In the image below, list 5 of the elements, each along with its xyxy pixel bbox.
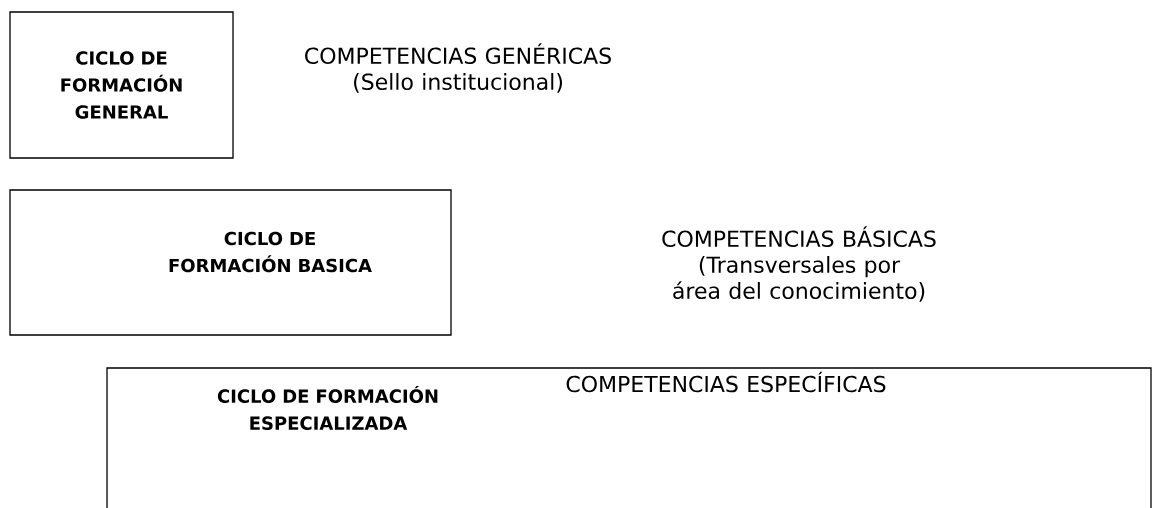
cycle-box: CICLO DE FORMACIÓN ESPECIALIZADA COMPETENCIAS ESPECÍFICAS bbox=[106, 367, 1152, 508]
cycle-box: CICLO DE FORMACIÓN GENERAL bbox=[9, 11, 234, 159]
competence-text: COMPETENCIAS GENÉRICAS (Sello institucional) bbox=[305, 43, 611, 93]
competence-text: COMPETENCIAS BÁSICAS (Transversales por área del conocimiento) bbox=[662, 226, 936, 302]
cycle-box: CICLO DE FORMACIÓN BASICA bbox=[9, 189, 452, 336]
